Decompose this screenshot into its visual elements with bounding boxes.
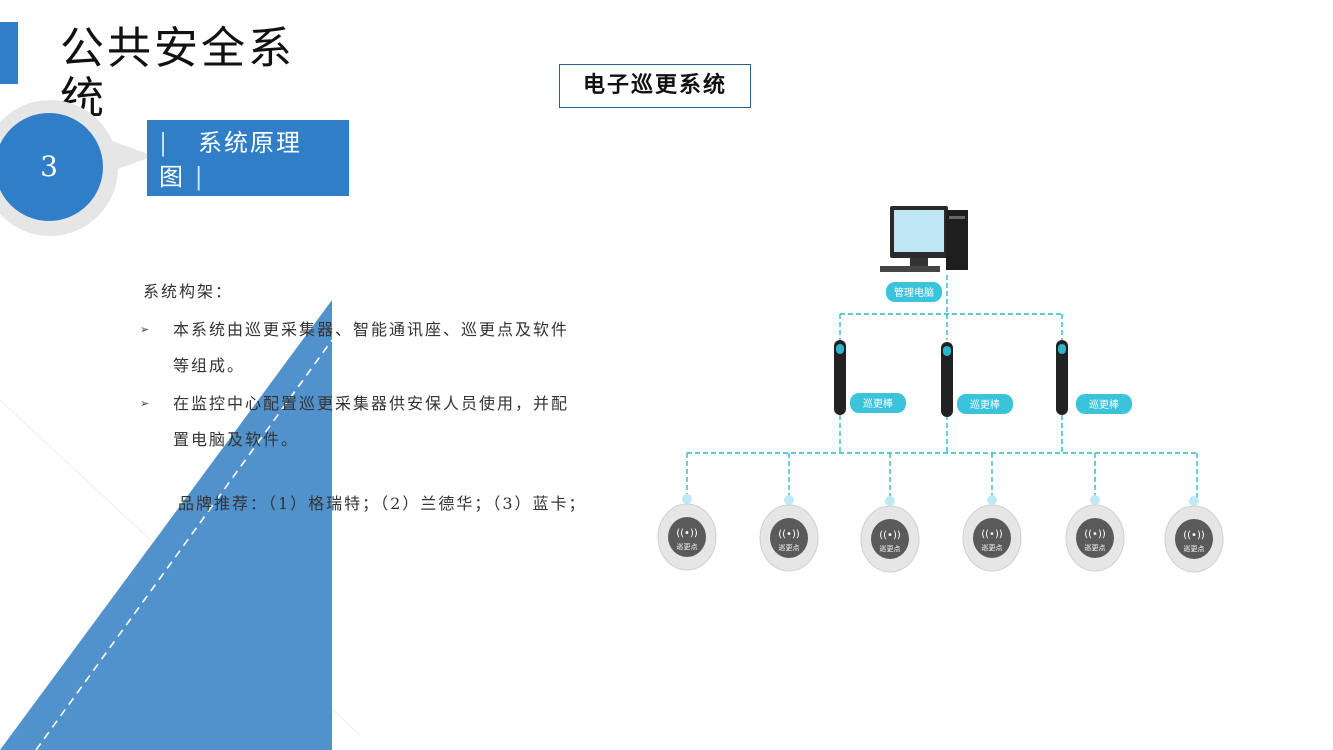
svg-text:巡更点: 巡更点: [1085, 543, 1106, 552]
system-diagram: 管理电脑 巡更棒 巡更棒 巡更棒 ((•)) 巡更点 ((•)) 巡更点: [657, 206, 1224, 573]
svg-text:巡更点: 巡更点: [982, 543, 1003, 552]
section-bar-right: |: [194, 163, 205, 191]
diagram-title: 电子巡更系统: [559, 64, 751, 108]
patrol-stick-1: 巡更棒: [834, 340, 906, 415]
section-number-badge: 3: [0, 113, 103, 221]
svg-text:((•)): ((•)): [879, 530, 901, 541]
patrol-point-4: ((•)) 巡更点: [962, 495, 1022, 572]
patrol-point-2: ((•)) 巡更点: [759, 495, 819, 572]
patrol-point-5: ((•)) 巡更点: [1065, 495, 1125, 572]
bullet-item: ➢ 本系统由巡更采集器、智能通讯座、巡更点及软件等组成。: [140, 312, 583, 384]
svg-text:巡更点: 巡更点: [677, 542, 698, 551]
connector-lines: [686, 275, 1198, 500]
patrol-stick-3: 巡更棒: [1056, 340, 1132, 415]
svg-text:((•)): ((•)): [981, 529, 1003, 540]
svg-text:((•)): ((•)): [676, 528, 698, 539]
deco-triangle: [0, 300, 332, 750]
bullet-text: 本系统由巡更采集器、智能通讯座、巡更点及软件等组成。: [173, 320, 570, 375]
section-bar-left: |: [159, 129, 170, 157]
svg-text:巡更棒: 巡更棒: [863, 397, 893, 410]
bullet-arrow-icon: ➢: [140, 323, 152, 336]
intro-text: 系统构架：: [143, 282, 234, 301]
patrol-point-1: ((•)) 巡更点: [657, 494, 717, 571]
computer-tag: [886, 282, 942, 302]
page-title: 公共安全系统: [60, 23, 295, 124]
section-title-box: | 系统原理图 |: [147, 120, 349, 196]
bullet-item: ➢ 在监控中心配置巡更采集器供安保人员使用，并配置电脑及软件。: [140, 386, 583, 458]
patrol-point-3: ((•)) 巡更点: [860, 496, 920, 573]
bullet-text: 在监控中心配置巡更采集器供安保人员使用，并配置电脑及软件。: [173, 394, 570, 449]
computer-icon: [880, 206, 968, 272]
svg-text:((•)): ((•)): [778, 529, 800, 540]
svg-text:巡更点: 巡更点: [880, 544, 901, 553]
svg-text:巡更棒: 巡更棒: [1089, 398, 1119, 411]
svg-text:巡更棒: 巡更棒: [970, 398, 1000, 411]
section-badge-pointer: [98, 136, 154, 176]
svg-text:巡更点: 巡更点: [779, 543, 800, 552]
deco-dashed-line: [35, 339, 333, 750]
patrol-stick-2: 巡更棒: [941, 342, 1013, 417]
content-block: 系统构架： ➢ 本系统由巡更采集器、智能通讯座、巡更点及软件等组成。 ➢ 在监控…: [140, 278, 643, 522]
svg-text:((•)): ((•)): [1183, 530, 1205, 541]
section-title: 系统原理图: [159, 129, 302, 191]
brand-recommendation: 品牌推荐：（1）格瑞特；（2）兰德华；（3）蓝卡；: [178, 494, 587, 513]
svg-text:巡更点: 巡更点: [1184, 544, 1205, 553]
left-accent-tab: [0, 22, 18, 84]
patrol-point-6: ((•)) 巡更点: [1164, 496, 1224, 573]
svg-text:((•)): ((•)): [1084, 529, 1106, 540]
bullet-arrow-icon: ➢: [140, 397, 152, 410]
computer-label: 管理电脑: [894, 286, 934, 299]
